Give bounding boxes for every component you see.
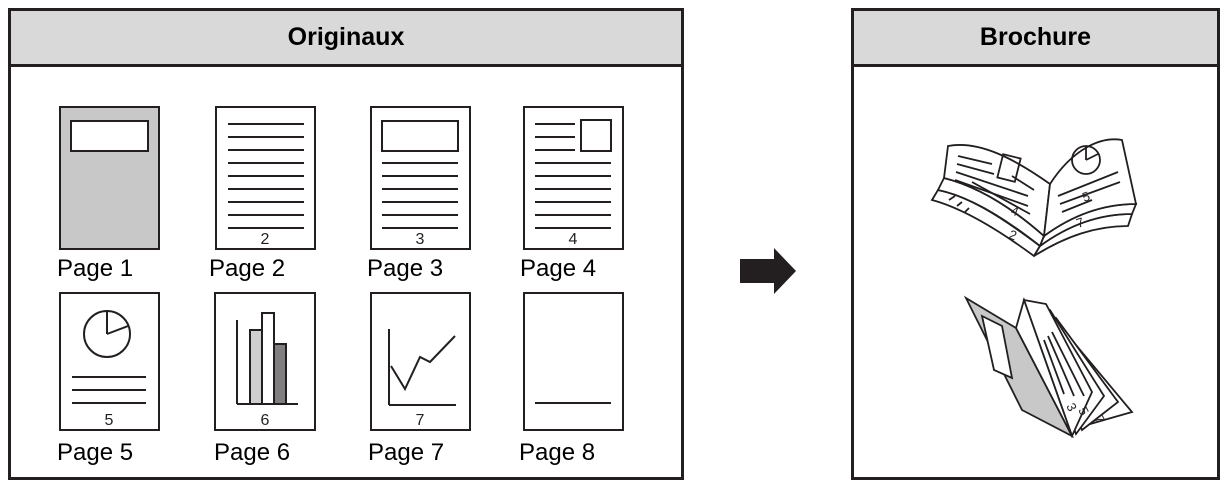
page-3-number: 3 — [416, 231, 425, 248]
page-8-thumbnail — [523, 292, 624, 431]
page-3-label: Page 3 — [367, 255, 444, 282]
page-6-number: 6 — [261, 412, 270, 429]
right-arrow-icon — [740, 248, 796, 294]
page-6-label: Page 6 — [214, 439, 291, 466]
page-7-label: Page 7 — [368, 439, 445, 466]
page-5-number: 5 — [105, 412, 114, 429]
folded-brochure-icon — [963, 295, 1134, 439]
page-5-thumbnail — [59, 292, 160, 431]
open-book-number: 2 — [1007, 227, 1019, 244]
page-7-thumbnail — [370, 292, 471, 431]
page-2-label: Page 2 — [209, 255, 286, 282]
page-4-label: Page 4 — [520, 255, 597, 282]
page-6-thumbnail — [214, 292, 316, 431]
open-book-number: 7 — [1074, 214, 1086, 231]
page-5-label: Page 5 — [57, 439, 134, 466]
page-2-number: 2 — [261, 231, 270, 248]
open-brochure-icon — [930, 138, 1138, 258]
open-book-number: 4 — [1009, 203, 1021, 220]
page-1-thumbnail — [59, 106, 160, 250]
page-3-thumbnail — [370, 106, 471, 250]
brochure-title: Brochure — [854, 11, 1217, 67]
page-4-thumbnail — [523, 106, 624, 250]
page-8-label: Page 8 — [519, 439, 596, 466]
page-1-label: Page 1 — [57, 255, 134, 282]
page-4-number: 4 — [569, 231, 578, 248]
originals-title: Originaux — [11, 11, 681, 67]
page-7-number: 7 — [416, 412, 425, 429]
page-2-thumbnail — [215, 106, 316, 250]
open-book-number: 5 — [1080, 188, 1092, 205]
